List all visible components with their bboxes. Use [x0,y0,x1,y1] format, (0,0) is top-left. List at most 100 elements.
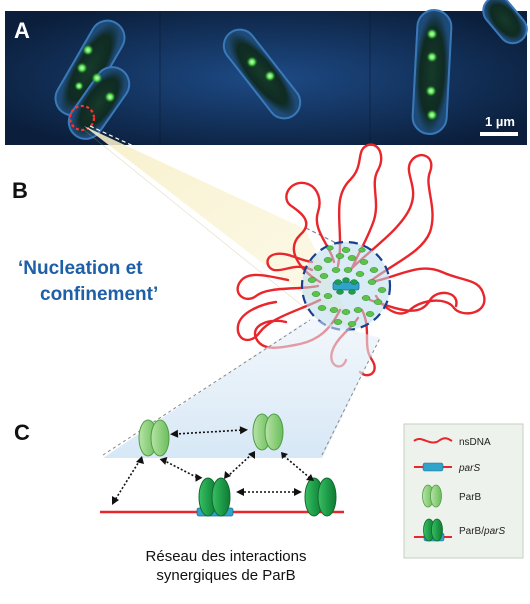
zoom-cone [84,126,360,338]
panel-a: A 1 µm [5,0,528,145]
caption-line1: Réseau des interactions [146,548,307,565]
parb-dot [323,257,333,263]
parb-dot [336,289,344,295]
arrowhead [281,452,288,459]
parb-dot [311,291,321,297]
parb-dot [359,259,369,265]
bacterial-cell [67,66,131,140]
caption-line2: synergiques de ParB [156,567,295,584]
legend-label-nsdna: nsDNA [459,437,491,448]
legend-label-parb: ParB [459,492,482,503]
arrowhead [136,456,144,464]
interaction-arrow [283,455,311,479]
parb-monomer [211,477,231,517]
parb-pars-dots [334,277,358,295]
panel-b: B ‘Nucleation et confinement’ [12,125,486,377]
focus [426,28,438,40]
parb-cluster [300,240,392,332]
scale-bar [480,132,518,136]
arrowhead [294,488,302,496]
parb-dot [347,255,357,261]
dna-loop [368,291,458,312]
focus [425,85,437,97]
zoom-guide-line [102,319,311,456]
parb-monomer [317,477,337,517]
panel-b-letter: B [12,178,28,203]
parb-dot [355,271,365,277]
dna-loop [348,153,434,282]
parb-pars-dimer [304,477,337,517]
parb-pars-dimer [198,477,231,517]
panel-a-letter: A [14,18,30,43]
dna-loop [266,252,314,272]
parb-dot [353,307,363,313]
parb-dot [319,273,329,279]
focus [426,51,438,63]
parb-dot [367,279,377,285]
legend-parbpars-symbol [431,518,443,542]
interaction-arrows [114,429,311,501]
dna-loop [358,308,376,377]
zoom-guide-line [89,125,312,229]
dna-loop [236,273,320,301]
legend: nsDNA parS ParB ParB/parS [403,423,524,559]
arrowhead [248,451,255,459]
parb-dot [307,277,317,283]
legend-label-pars: parS [458,463,480,474]
legend-parb-symbol [430,484,442,508]
focus [246,56,258,68]
legend-nsdna-symbol [413,437,453,444]
legend-pars-symbol [422,462,444,472]
focus [74,81,84,91]
interaction-arrow [162,459,199,479]
arrowhead [239,426,248,435]
parb-dot [326,245,334,251]
legend-label-parb-pars-prefix: ParB/ [459,526,484,537]
parb-dot [373,299,383,305]
arrowheads [112,426,314,505]
parb-dot [347,321,357,327]
parb-dot [358,247,366,253]
parb-dot [317,305,327,311]
parb-dot [342,277,350,283]
bacterial-cell [482,0,528,45]
parb-dot [331,267,341,273]
parb-dot [361,295,371,301]
zoom-guide-line [83,129,331,329]
bacterial-cell [222,28,302,120]
parb-dot [334,279,342,285]
parb-dot [335,253,345,259]
parb-dot [341,309,351,315]
arrowhead [306,474,314,481]
panel-c-letter: C [14,420,30,445]
arrowhead [224,471,231,479]
parb-dot [333,319,343,325]
interaction-arrow [174,429,244,435]
model-title-line2: confinement’ [40,284,158,305]
focus [264,70,276,82]
arrowhead [170,429,179,438]
dna-loop [236,298,322,342]
focus [91,72,103,84]
model-title-line1: ‘Nucleation et [18,258,143,279]
scale-bar-label: 1 µm [485,114,515,129]
legend-label-parb-pars-suffix: parS [483,526,505,537]
parb-dot [313,265,323,271]
focus [426,109,438,121]
zoom-guide-line [321,337,381,456]
interaction-arrow [114,459,141,501]
arrowhead [112,496,119,505]
zoom-cone [103,318,380,458]
arrowhead [195,473,203,482]
parb-monomer [150,419,170,457]
parb-dot [377,287,387,293]
legend-label-parb-pars: ParB/parS [459,526,505,537]
panel-c: C [14,318,524,584]
parb-dot [323,293,333,299]
parb-dot [350,279,358,285]
parb-dot [341,247,351,253]
parb-dimer [138,419,170,457]
interaction-arrow [227,453,253,477]
zoom-guide-line [305,227,351,251]
highlighted-focus-circle [68,104,96,132]
